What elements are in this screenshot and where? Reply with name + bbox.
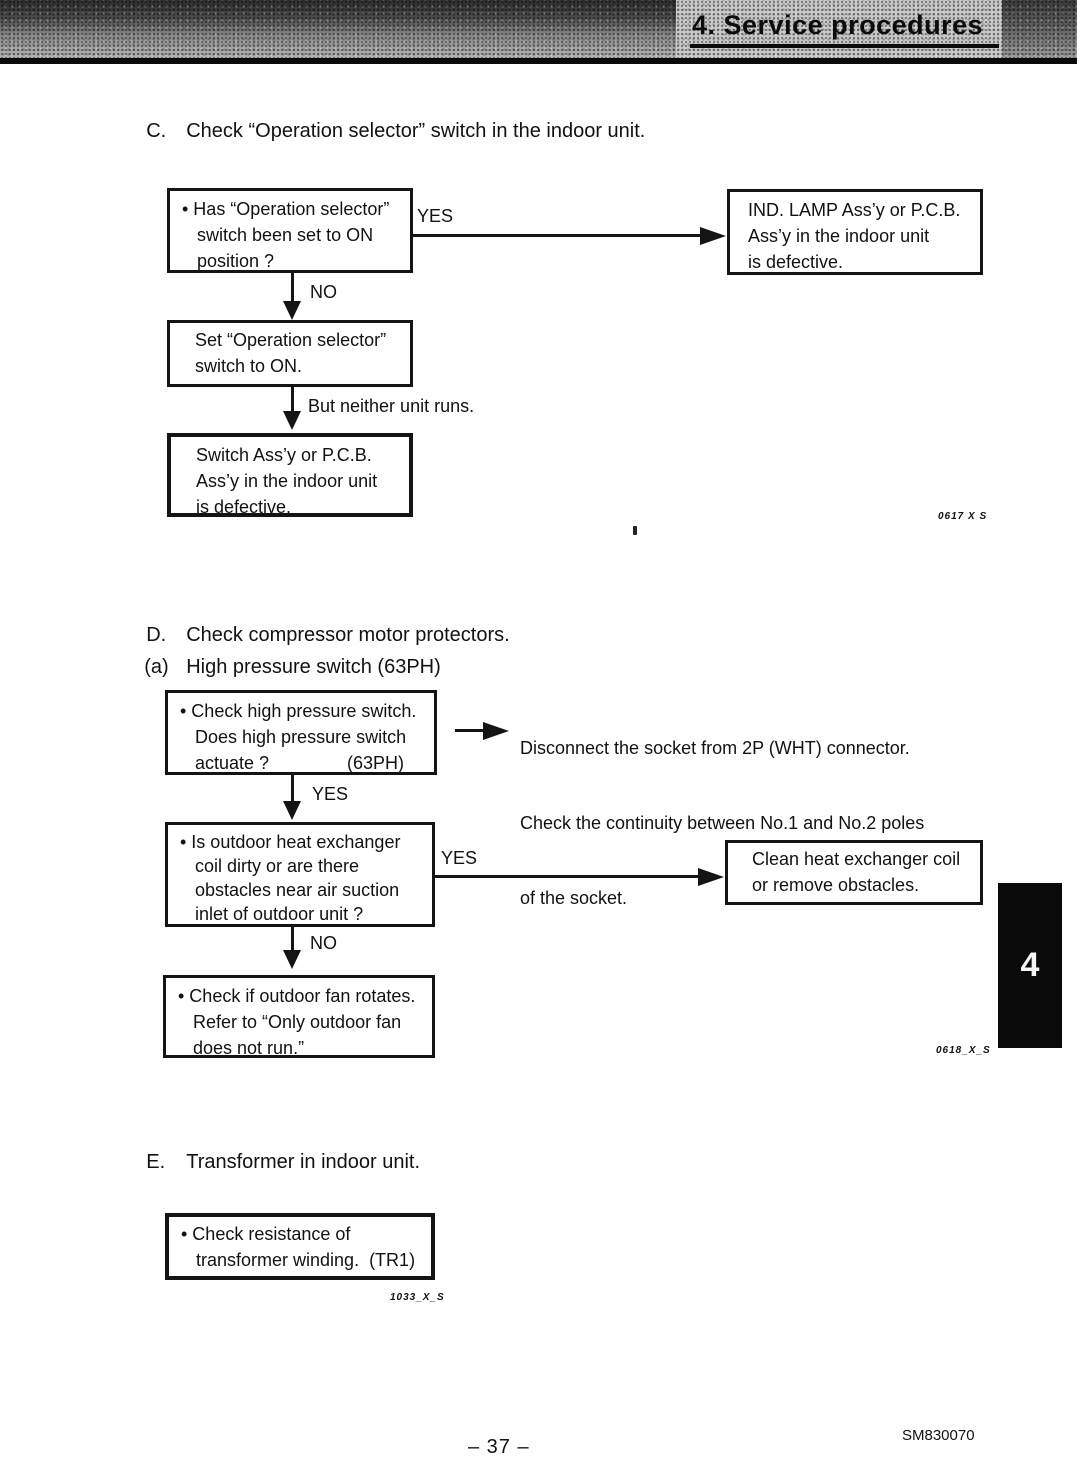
section-da-heading: (a) High pressure switch (63PH) (122, 633, 441, 702)
flowc-lamp-defective-box: IND. LAMP Ass’y or P.C.B. Ass’y in the i… (727, 189, 983, 275)
chapter-tab: 4 (998, 883, 1062, 1048)
box-line: Switch Ass’y or P.C.B. (196, 445, 372, 465)
flowc-yes-arrowhead-icon (700, 227, 726, 245)
box-line: obstacles near air suction (195, 880, 400, 900)
box-line: IND. LAMP Ass’y or P.C.B. (748, 200, 961, 220)
flowc-neither-label: But neither unit runs. (308, 396, 475, 416)
flowd-yes1-connector (291, 775, 294, 803)
flowd-no-connector (291, 927, 294, 952)
flowc-yes-label: YES (417, 206, 454, 226)
section-e-label: E. (146, 1151, 166, 1173)
box-line: switch to ON. (195, 356, 303, 376)
box-line: switch been set to ON (197, 225, 374, 245)
banner-texture-mid (676, 0, 1002, 58)
box-line-left: actuate ? (195, 753, 270, 773)
box-line: Ass’y in the indoor unit (748, 226, 930, 246)
page-number: – 37 – (468, 1436, 530, 1458)
banner-texture-right (1002, 0, 1077, 58)
flowc-neither-arrowhead-icon (283, 411, 301, 430)
flowd-yes1-arrowhead-icon (283, 801, 301, 820)
box-line: inlet of outdoor unit ? (195, 904, 364, 924)
banner-noise-overlay (0, 0, 1077, 58)
section-da-title: High pressure switch (63PH) (186, 656, 441, 678)
flowd-check-switch-box: • Check high pressure switch. Does high … (165, 690, 437, 775)
flowc-no-label: NO (310, 282, 337, 302)
flowd-yes2-label: YES (441, 848, 478, 868)
flowc-set-switch-box: Set “Operation selector” switch to ON. (167, 320, 413, 387)
flowc-neither-connector (291, 387, 294, 413)
box-line: does not run.” (193, 1038, 305, 1058)
box-line: position ? (197, 251, 275, 271)
flowe-transformer-box: • Check resistance of transformer windin… (165, 1213, 435, 1280)
flowd-note-arrowhead-icon (483, 722, 509, 740)
flowd-clean-coil-box: Clean heat exchanger coil or remove obst… (725, 840, 983, 905)
flowd-figure-code: 0618_X_S (936, 1045, 991, 1056)
section-c-label: C. (146, 120, 167, 142)
section-c-title: Check “Operation selector” switch in the… (186, 120, 646, 142)
box-line: Set “Operation selector” (195, 330, 387, 350)
flowc-figure-code: 0617 X S (938, 511, 988, 522)
flowd-yes2-arrowhead-icon (698, 868, 724, 886)
flowd-no-arrowhead-icon (283, 950, 301, 969)
box-line: or remove obstacles. (752, 875, 920, 895)
box-line: is defective. (196, 497, 292, 517)
flowc-yes-connector (412, 234, 702, 237)
flowc-question-box: • Has “Operation selector” switch been s… (167, 188, 413, 273)
flowd-no-label: NO (310, 933, 337, 953)
section-d-heading: D. Check compressor motor protectors. (124, 601, 510, 670)
section-d-title: Check compressor motor protectors. (186, 624, 510, 646)
box-line: actuate ? (63PH) (180, 750, 434, 776)
box-line: • Check resistance of (181, 1224, 351, 1244)
flowc-no-arrowhead-icon (283, 301, 301, 320)
box-line: • Has “Operation selector” (182, 199, 390, 219)
note-line: Disconnect the socket from 2P (WHT) conn… (520, 738, 910, 758)
box-line: Does high pressure switch (195, 727, 407, 747)
scan-speck (633, 526, 637, 535)
flowe-figure-code: 1033_X_S (390, 1292, 445, 1303)
banner-texture-left (0, 0, 676, 58)
section-c-heading: C. Check “Operation selector” switch in t… (124, 97, 645, 166)
flowd-note: Disconnect the socket from 2P (WHT) conn… (520, 686, 924, 961)
box-line: coil dirty or are there (195, 856, 360, 876)
note-line: Check the continuity between No.1 and No… (520, 813, 925, 833)
box-line: transformer winding. (TR1) (196, 1250, 416, 1270)
box-line: • Is outdoor heat exchanger (180, 832, 401, 852)
box-line-right: (63PH) (346, 753, 404, 773)
box-line: Refer to “Only outdoor fan (193, 1012, 402, 1032)
section-e-title: Transformer in indoor unit. (186, 1151, 421, 1173)
note-line: of the socket. (520, 888, 628, 908)
flowc-no-connector (291, 273, 294, 303)
document-code: SM830070 (902, 1427, 975, 1444)
section-e-heading: E. Transformer in indoor unit. (124, 1128, 420, 1197)
flowd-yes1-label: YES (312, 784, 349, 804)
box-line: • Check if outdoor fan rotates. (178, 986, 416, 1006)
box-line: Ass’y in the indoor unit (196, 471, 378, 491)
chapter-tab-number: 4 (1020, 946, 1040, 984)
flowd-coil-question-box: • Is outdoor heat exchanger coil dirty o… (165, 822, 435, 927)
flowc-switch-defective-box: Switch Ass’y or P.C.B. Ass’y in the indo… (167, 433, 413, 517)
page-title: 4. Service procedures (690, 10, 1000, 48)
section-d-label: D. (146, 624, 167, 646)
box-line: Clean heat exchanger coil (752, 849, 961, 869)
flowd-note-connector (455, 729, 485, 732)
box-line: • Check high pressure switch. (180, 701, 417, 721)
flowd-yes2-connector (435, 875, 700, 878)
box-line: is defective. (748, 252, 844, 272)
flowd-fan-check-box: • Check if outdoor fan rotates. Refer to… (163, 975, 435, 1058)
section-da-label: (a) (144, 656, 169, 678)
header-rule (0, 58, 1077, 64)
header-banner: 4. Service procedures (0, 0, 1077, 58)
